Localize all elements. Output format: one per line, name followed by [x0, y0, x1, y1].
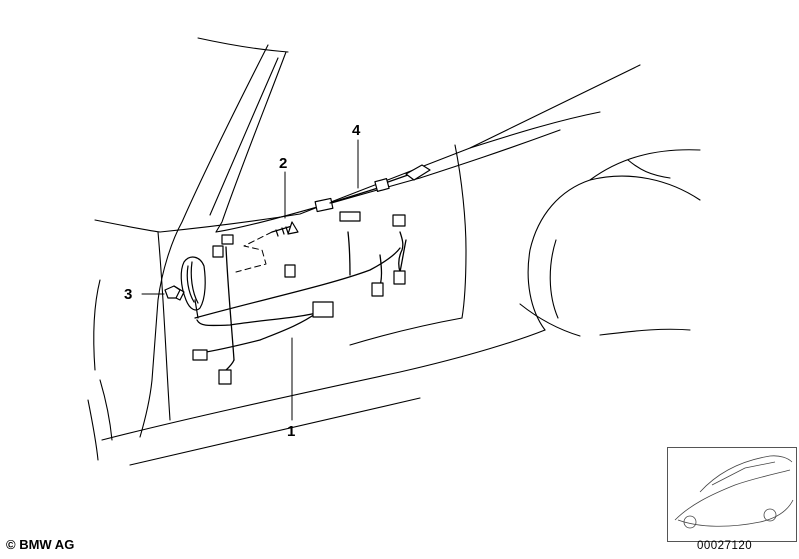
diagram-number: 00027120: [697, 540, 753, 552]
callout-2: 2: [279, 155, 287, 172]
callout-1: 1: [287, 423, 295, 440]
car-body-outline: [87, 37, 701, 466]
door-wiring-harness: [194, 231, 407, 373]
hinge-grommet: [180, 256, 206, 319]
harness-connectors: [192, 211, 406, 385]
clip-part: [164, 285, 185, 301]
thumbnail-frame: [667, 447, 797, 542]
antenna-cable-part: [314, 164, 431, 213]
copyright-notice: © BMW AG: [6, 537, 75, 552]
callout-3: 3: [124, 286, 132, 303]
callout-4: 4: [352, 122, 361, 139]
screw-part: [271, 221, 299, 237]
assembly-dashed-lines: [235, 231, 273, 273]
callout-leaders: [141, 139, 359, 421]
